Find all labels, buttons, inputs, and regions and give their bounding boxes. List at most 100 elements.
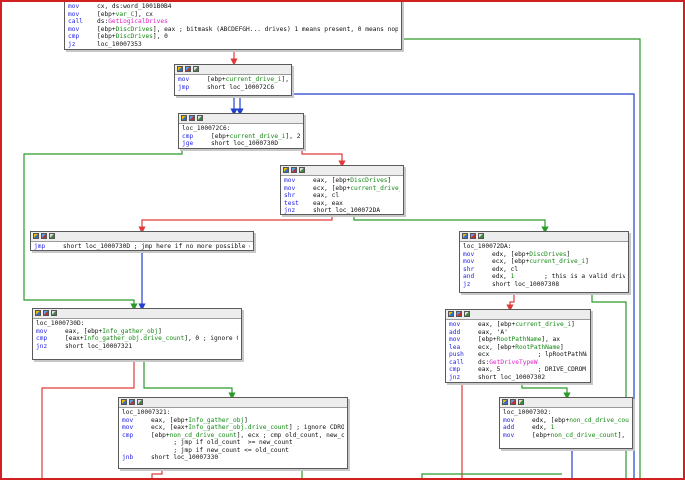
operand-symbol: non_cd_drive_count (169, 431, 237, 439)
operand-text: [ebp+ (97, 10, 116, 18)
mnemonic: mov (68, 10, 80, 18)
instruction-line[interactable]: mov[ebp+RootPathName], ax (449, 336, 587, 344)
mnemonic: and (463, 273, 475, 280)
operands: short loc_10007321 (65, 343, 132, 351)
instruction-line[interactable]: mov[ebp+non_cd_drive_count], edx (503, 432, 629, 440)
operands: ; jmp if old_count >= new_count (151, 439, 292, 447)
instruction-line[interactable]: mov[ebp+DiscDrives], eax ; bitmask (ABCD… (68, 26, 398, 34)
operands: [ebp+DiscDrives], eax ; bitmask (ABCDEFG… (97, 26, 398, 34)
operand-text: edx, (492, 273, 511, 280)
block-graph-icon (185, 66, 191, 72)
instruction-line[interactable]: ; jmp if old_count >= new_count (122, 439, 344, 447)
block-color-icon (35, 310, 41, 316)
operand-text: edx, cl (492, 265, 519, 273)
operand-text: edx, [ebp+ (492, 250, 530, 258)
operand-text: ] (566, 250, 571, 258)
edge-top-to-exit (402, 38, 641, 478)
operand-symbol: current_drive_i (229, 132, 286, 140)
mnemonic: test (284, 199, 299, 207)
operands: ecx, [ebp+current_drive_i] (492, 258, 589, 266)
block-graph-icon (189, 115, 195, 121)
block-color-icon (448, 311, 454, 317)
operand-text: short loc_10007321 (65, 342, 133, 350)
mnemonic: mov (122, 424, 134, 431)
block-color-icon (502, 399, 508, 405)
operands: [ebp+RootPathName], ax (478, 336, 560, 344)
mnemonic: jnz (36, 342, 48, 350)
block-color-icon (121, 399, 127, 405)
instruction-line[interactable]: cmp[ebp+current_drive_i], 26 (182, 133, 300, 141)
operand-text: edx, (532, 424, 551, 431)
operand-text: short loc_10007302 (478, 373, 546, 381)
block-graph-icon (456, 311, 462, 317)
edge-test-to-nomore (138, 214, 333, 234)
instruction-line[interactable]: jnz short loc_10007321 (36, 343, 238, 351)
instruction-line[interactable]: mov[ebp+current_drive_i], 0 (178, 76, 288, 84)
instruction-line[interactable]: cmp[ebp+non_cd_drive_count], ecx ; cmp o… (122, 432, 344, 440)
operands: edx, cl (492, 266, 518, 274)
instruction-line[interactable]: cmp[eax+Info_gather_obj.drive_count], 0 … (36, 335, 238, 343)
mnemonic: mov (284, 177, 296, 184)
instruction-line[interactable]: mov[ebp+var_C], cx (68, 11, 398, 19)
block-graph-icon (291, 167, 297, 173)
operands: ecx, [ebp+RootPathName] (478, 344, 564, 352)
operand-text: ecx, [eax+ (151, 424, 189, 431)
instruction-line[interactable]: ; jmp if new_count <= old_count (122, 447, 344, 455)
operand-text: ; this is a valid drive (514, 273, 625, 280)
operand-text: ], eax ; bitmask (ABCDEFGH... drives) 1 … (152, 25, 398, 33)
mnemonic: mov (284, 184, 296, 192)
operands: [eax+Info_gather_obj.drive_count], 0 ; i… (65, 335, 238, 343)
mnemonic: mov (463, 258, 475, 265)
operand-symbol: current_drive_i (350, 184, 400, 192)
code-block-loop[interactable]: loc_100072C6: cmp[ebp+current_drive_i], … (178, 113, 304, 149)
operand-text: edx, [ebp+ (532, 416, 570, 424)
operand-text: short loc_1000730D ; jmp here if no more… (63, 243, 250, 250)
operand-text: ], ax (541, 336, 560, 343)
operand-symbol: DiscDrives (350, 177, 388, 184)
block-label: loc_1000730D: (36, 320, 85, 327)
instruction-line[interactable]: mov ecx, [ebp+current_drive_i] (463, 258, 625, 266)
block-list-icon (193, 66, 199, 72)
code-block-init[interactable]: mov[ebp+current_drive_i], 0jmpshort loc_… (174, 64, 292, 96)
instruction-line[interactable]: cmp[ebp+DiscDrives], 0 (68, 33, 398, 41)
edge-bottom-1 (421, 473, 562, 478)
operand-symbol: DiscDrives (115, 25, 153, 33)
